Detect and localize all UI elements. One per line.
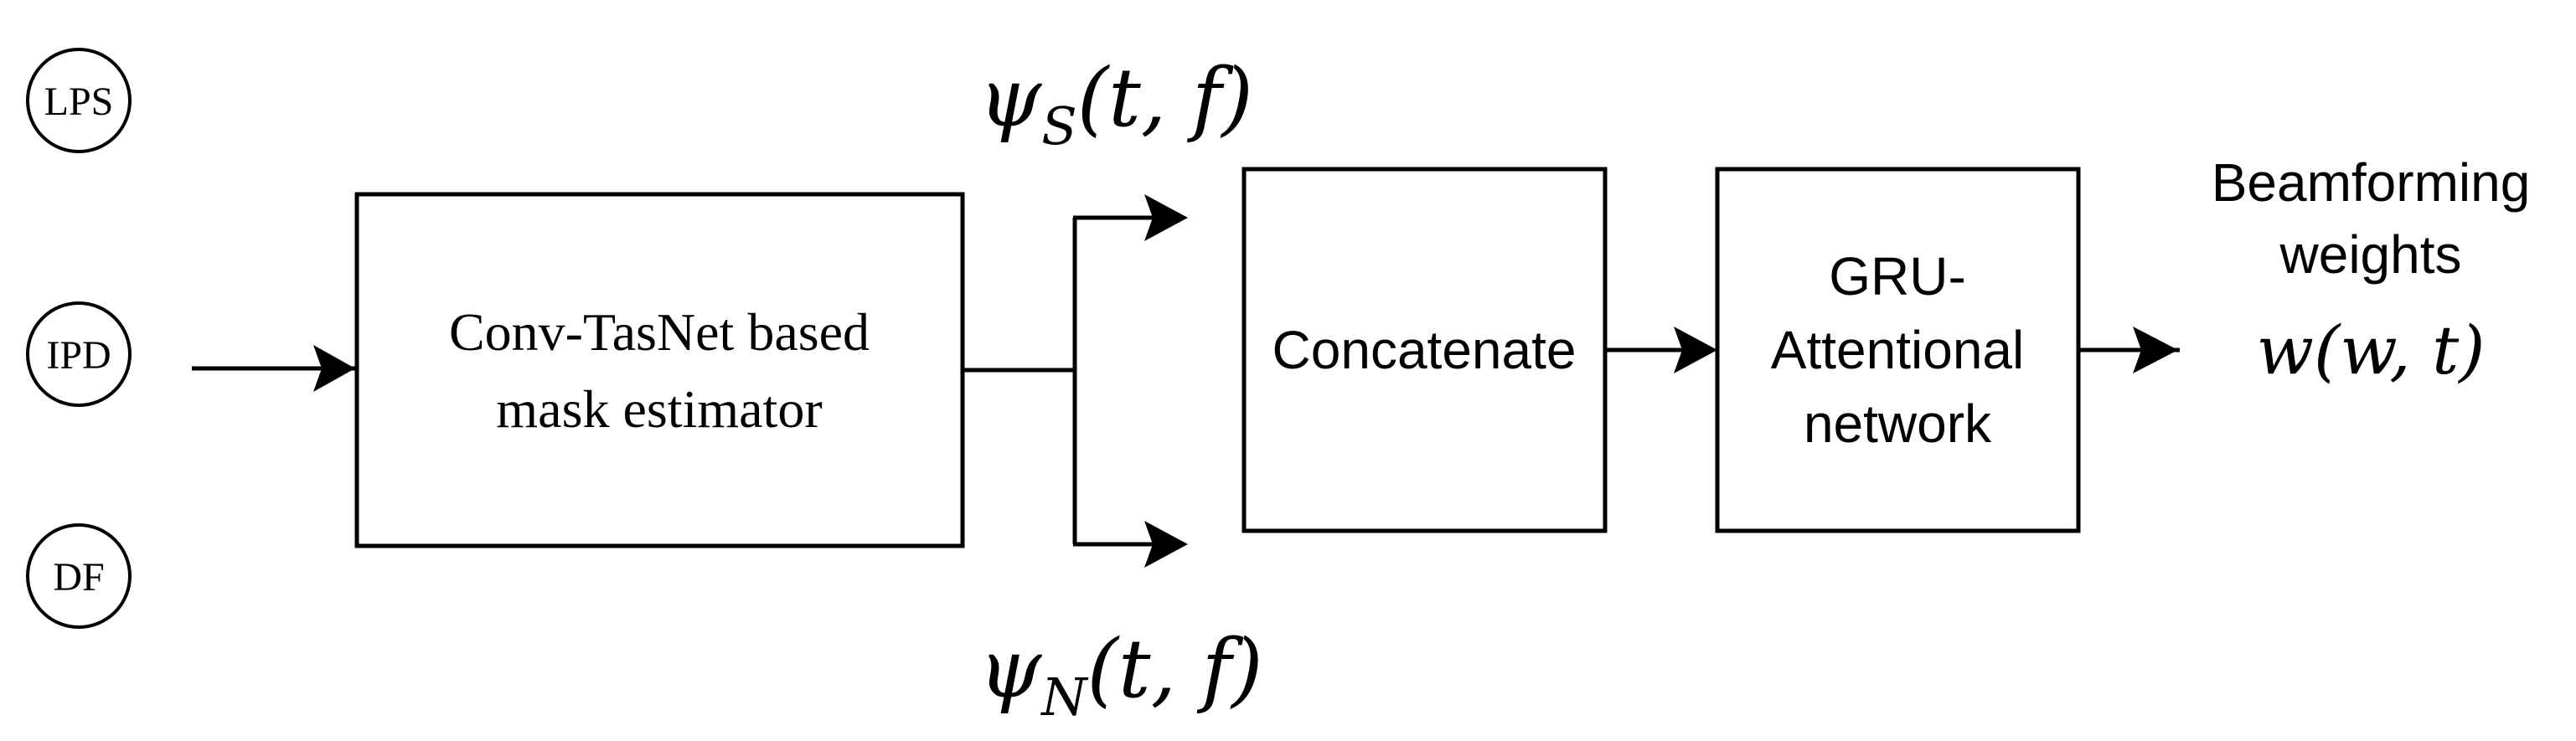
output-label: Beamforming weights w(w, t) bbox=[2212, 152, 2531, 389]
output-line2: weights bbox=[2279, 224, 2462, 285]
gru-attentional-block: GRU- Attentional network bbox=[1715, 167, 2081, 533]
gru-line2: Attentional bbox=[1771, 320, 2024, 380]
speech-mask-label: ψS(t, f) bbox=[978, 51, 1253, 157]
concatenate-label: Concatenate bbox=[1273, 320, 1577, 380]
output-formula: w(w, t) bbox=[2257, 311, 2486, 389]
input-df-label: DF bbox=[53, 555, 104, 599]
input-lps-label: LPS bbox=[44, 80, 114, 124]
mask-estimator-line2: mask estimator bbox=[496, 379, 822, 439]
input-ipd: IPD bbox=[26, 301, 132, 407]
output-line1: Beamforming bbox=[2212, 152, 2531, 213]
input-arrowhead bbox=[313, 345, 355, 392]
gru-line3: network bbox=[1804, 394, 1992, 454]
speech-mask-arrowhead bbox=[1144, 194, 1188, 241]
concat-to-gru-arrowhead bbox=[1674, 327, 1717, 373]
output-arrowhead bbox=[2133, 327, 2178, 373]
concatenate-block: Concatenate bbox=[1242, 167, 1608, 533]
input-ipd-label: IPD bbox=[46, 333, 111, 378]
gru-line1: GRU- bbox=[1829, 246, 1966, 306]
mask-estimator-block: Conv-TasNet based mask estimator bbox=[354, 192, 965, 548]
noise-mask-arrowhead bbox=[1144, 521, 1188, 568]
mask-estimator-line1: Conv-TasNet based bbox=[449, 302, 870, 362]
split-connector bbox=[963, 194, 1188, 568]
input-lps: LPS bbox=[26, 48, 132, 153]
noise-mask-label: ψN(t, f) bbox=[978, 622, 1263, 728]
input-df: DF bbox=[26, 523, 132, 629]
